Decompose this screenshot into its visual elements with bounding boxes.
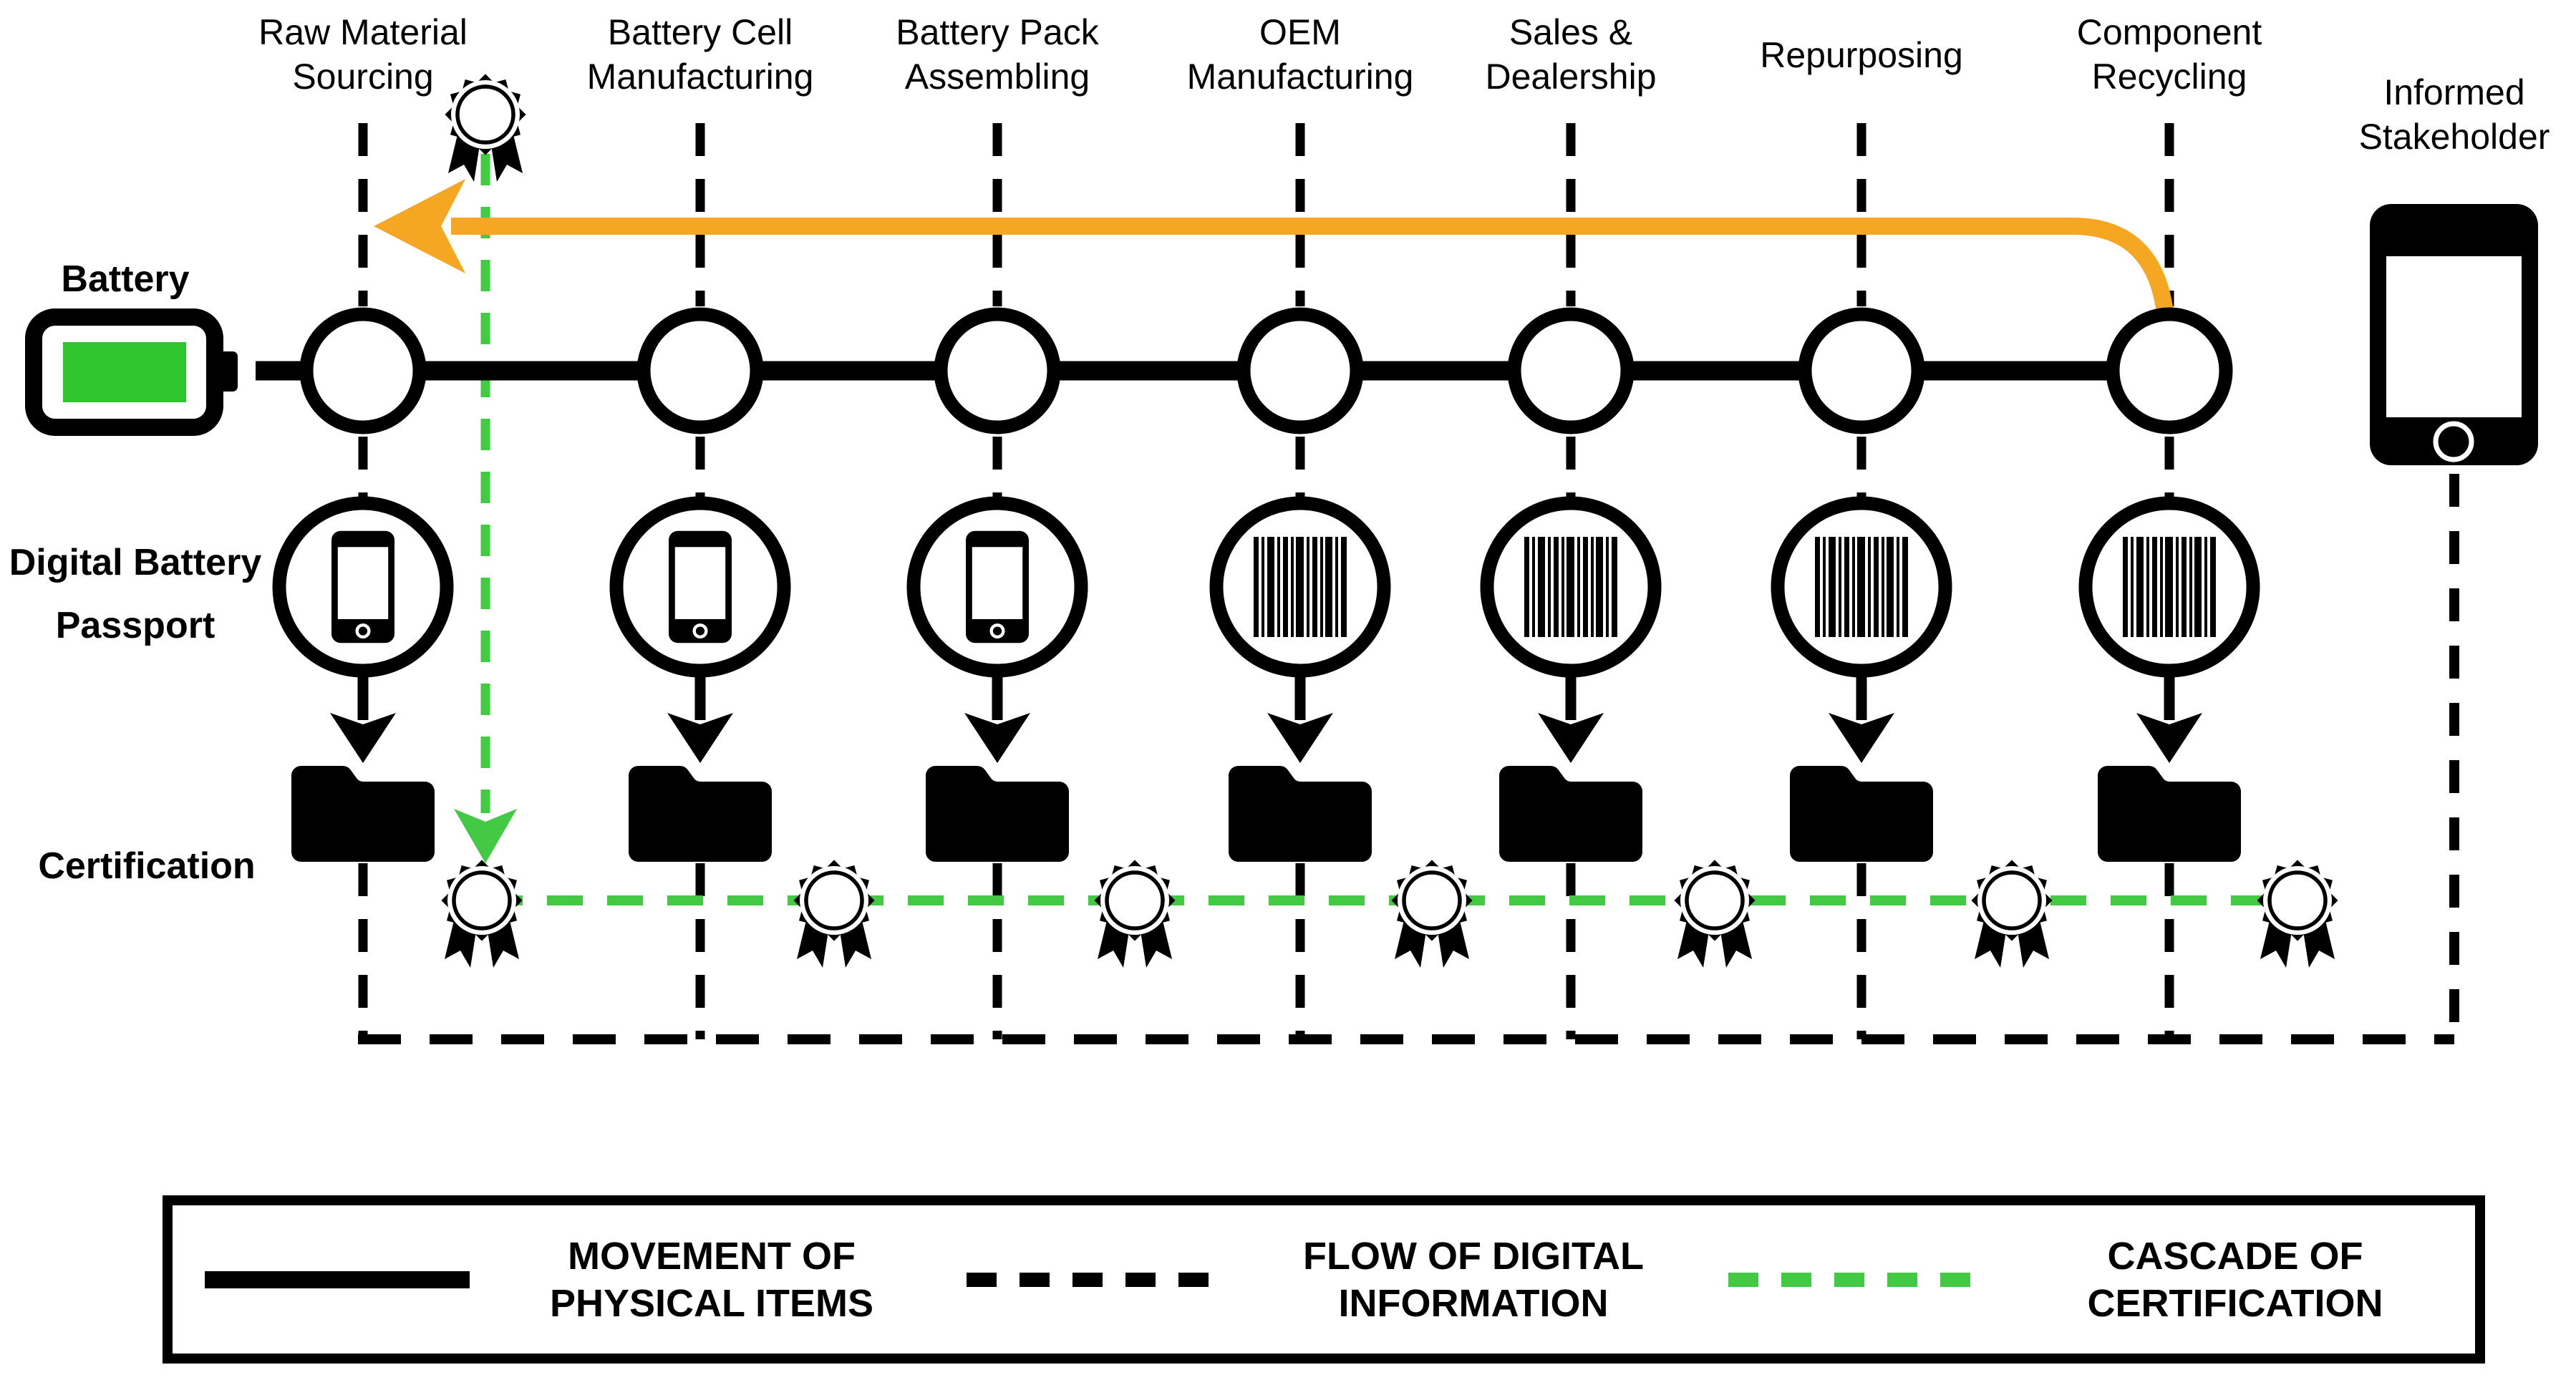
certification-folder-icon bbox=[926, 766, 1069, 862]
legend-label-digital-flow: FLOW OF DIGITAL INFORMATION bbox=[1303, 1234, 1644, 1325]
battery-icon bbox=[25, 308, 238, 436]
certification-badge-icon bbox=[1674, 860, 1755, 968]
certification-folder-icon bbox=[2098, 766, 2241, 862]
digital-battery-passport-label: Digital Battery Passport bbox=[9, 542, 262, 646]
stakeholder-label: Informed Stakeholder bbox=[2358, 72, 2550, 157]
timeline-node-battery-pack-assembling bbox=[934, 307, 1061, 434]
cascade-arrowhead-icon bbox=[454, 809, 517, 863]
certification-badge-icon bbox=[1094, 860, 1175, 968]
dashed-black-line-swatch-icon bbox=[967, 1272, 1231, 1287]
battery-label: Battery bbox=[61, 258, 190, 300]
timeline-node-battery-cell-manufacturing bbox=[636, 307, 764, 434]
down-arrowhead-icon bbox=[964, 713, 1030, 763]
down-arrowhead-icon bbox=[330, 713, 396, 763]
stakeholder-phone-icon bbox=[2370, 204, 2538, 465]
down-arrowhead-icon bbox=[2136, 713, 2202, 763]
stage-label-sales-dealership: Sales & Dealership bbox=[1485, 12, 1657, 97]
certification-label: Certification bbox=[38, 845, 256, 887]
smartphone-icon bbox=[669, 531, 732, 643]
stage-label-battery-pack-assembling: Battery Pack Assembling bbox=[896, 12, 1099, 97]
certification-folder-icon bbox=[1499, 766, 1642, 862]
timeline-node-raw-material-sourcing bbox=[299, 307, 427, 434]
certification-badge-icon bbox=[1391, 860, 1472, 968]
down-arrowhead-icon bbox=[1267, 713, 1333, 763]
recycling-return-arrow bbox=[374, 179, 2174, 320]
legend-item-movement: MOVEMENT OF PHYSICAL ITEMS bbox=[205, 1233, 919, 1327]
stage-label-component-recycling: Component Recycling bbox=[2076, 12, 2262, 97]
stage-label-oem-manufacturing: OEM Manufacturing bbox=[1186, 12, 1414, 97]
down-arrowhead-icon bbox=[1829, 713, 1894, 763]
timeline-node-oem-manufacturing bbox=[1236, 307, 1364, 434]
timeline-node-repurposing bbox=[1798, 307, 1925, 434]
certification-folder-icon bbox=[1790, 766, 1933, 862]
down-arrowhead-icon bbox=[1538, 713, 1604, 763]
stage-label-repurposing: Repurposing bbox=[1760, 35, 1963, 75]
certification-badge-icon bbox=[441, 860, 522, 968]
certification-badge-icon bbox=[2257, 860, 2338, 968]
legend-label-cascade: CASCADE OF CERTIFICATION bbox=[2087, 1234, 2383, 1325]
legend: MOVEMENT OF PHYSICAL ITEMS FLOW OF DIGIT… bbox=[163, 1195, 2485, 1364]
certification-folder-icon bbox=[629, 766, 772, 862]
smartphone-icon bbox=[331, 531, 394, 643]
recycling-return-shaft bbox=[451, 218, 2174, 320]
dashed-green-line-swatch-icon bbox=[1728, 1272, 1993, 1287]
solid-line-swatch-icon bbox=[205, 1270, 470, 1288]
stage-label-raw-material-sourcing: Raw Material Sourcing bbox=[258, 12, 468, 97]
legend-label-movement: MOVEMENT OF PHYSICAL ITEMS bbox=[549, 1234, 874, 1325]
certification-badge-icon bbox=[793, 860, 874, 968]
certification-badge-icon bbox=[1971, 860, 2052, 968]
certification-folder-icon bbox=[1229, 766, 1372, 862]
timeline-node-component-recycling bbox=[2106, 307, 2233, 434]
down-arrowhead-icon bbox=[667, 713, 733, 763]
stage-label-battery-cell-manufacturing: Battery Cell Manufacturing bbox=[586, 12, 814, 97]
smartphone-icon bbox=[966, 531, 1029, 643]
timeline-node-sales-dealership bbox=[1507, 307, 1635, 434]
legend-item-digital-flow: FLOW OF DIGITAL INFORMATION bbox=[967, 1233, 1681, 1327]
certification-folder-icon bbox=[291, 766, 435, 862]
legend-item-cascade: CASCADE OF CERTIFICATION bbox=[1728, 1233, 2443, 1327]
recycling-return-arrowhead-icon bbox=[374, 179, 465, 273]
